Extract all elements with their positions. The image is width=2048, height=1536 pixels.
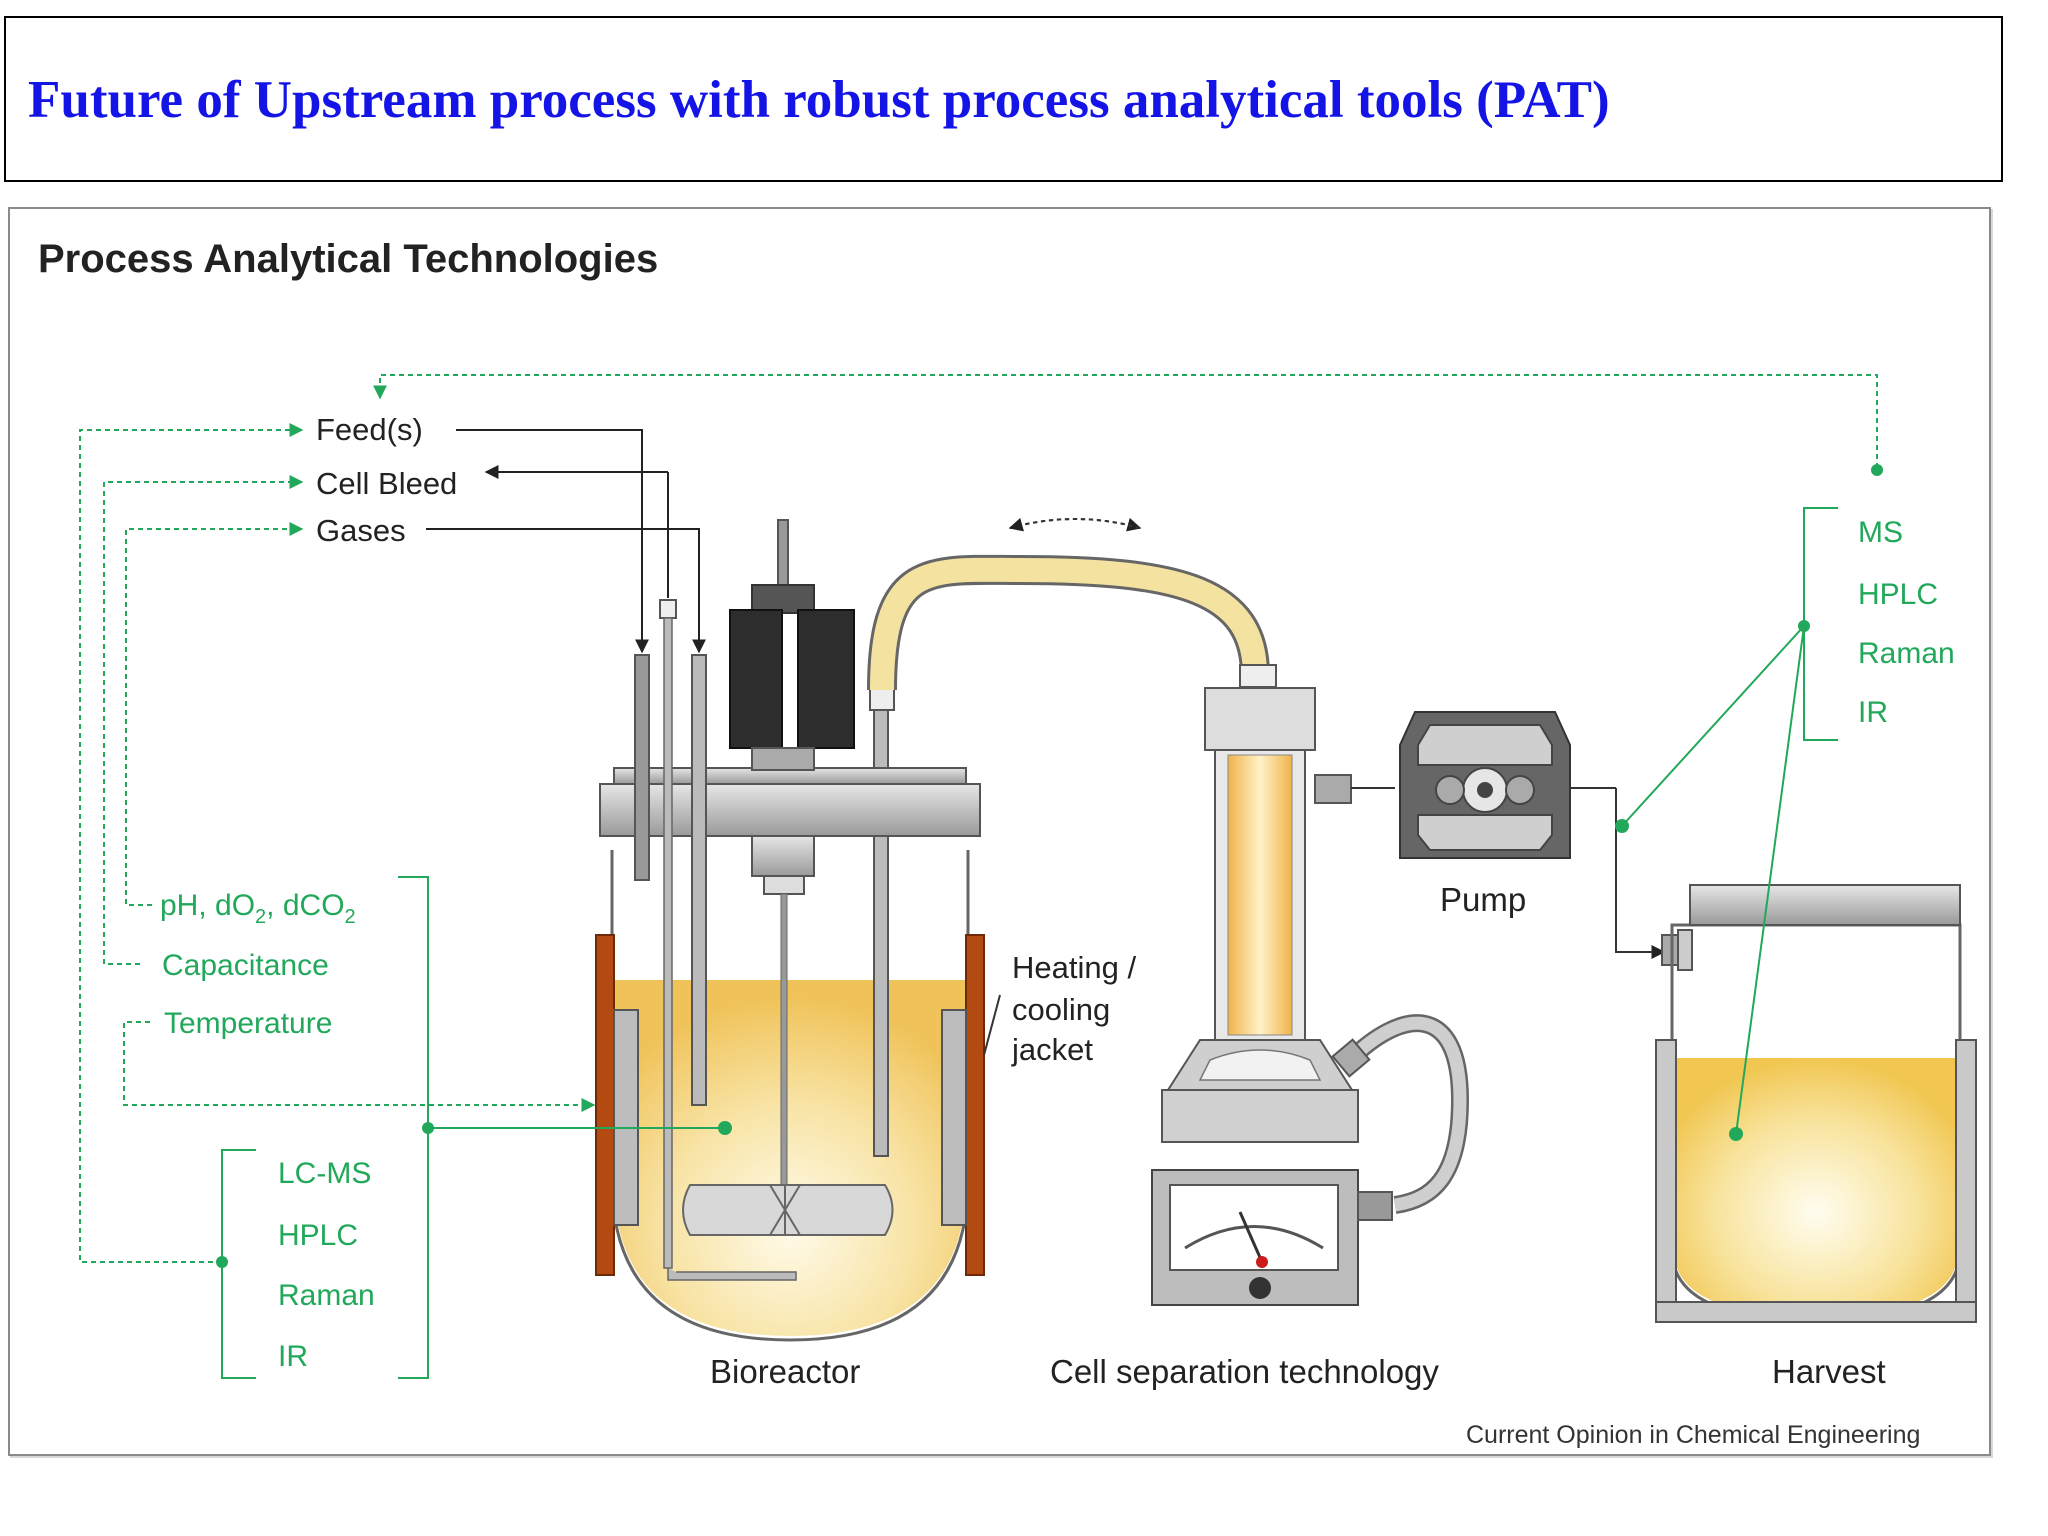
bioreactor-analytic-item: LC-MS [278, 1157, 371, 1190]
temperature-label: Temperature [164, 1007, 332, 1040]
bioreactor [595, 517, 1270, 1342]
jacket-leader-line [983, 994, 1001, 1056]
separation-label: Cell separation technology [1050, 1353, 1439, 1390]
jacket-label-line: cooling [1012, 992, 1110, 1027]
pat-nodes [216, 464, 1883, 1268]
bioreactor-analytic-item: HPLC [278, 1219, 358, 1252]
harvest-analytic-item: IR [1858, 696, 1888, 729]
ph-do2-dco2-label: pH, dO2, dCO2 [160, 889, 356, 928]
jacket-left [595, 934, 615, 1276]
jacket-label-line: jacket [1011, 1032, 1093, 1067]
cell-separation-unit [1151, 664, 1470, 1306]
harvest-analytic-item: Raman [1858, 637, 1955, 670]
bioreactor-label: Bioreactor [710, 1353, 860, 1390]
bioreactor-analytic-item: IR [278, 1340, 308, 1373]
gases-label: Gases [316, 513, 406, 548]
jacket-right [965, 934, 985, 1276]
feeds-label: Feed(s) [316, 412, 423, 447]
harvest-analytic-item: MS [1858, 516, 1903, 549]
harvest-vessel [1655, 884, 1977, 1323]
cell-bleed-label: Cell Bleed [316, 466, 457, 501]
harvest-label: Harvest [1772, 1353, 1886, 1390]
figure-credit: Current Opinion in Chemical Engineering [1466, 1421, 1920, 1449]
figure-title: Process Analytical Technologies [38, 237, 658, 281]
bioreactor-analytic-item: Raman [278, 1279, 375, 1312]
pump [1351, 711, 1666, 959]
pat-feedback-lines [79, 374, 1878, 1379]
pump-label: Pump [1440, 881, 1526, 918]
capacitance-label: Capacitance [162, 949, 329, 982]
jacket-label-line: Heating / [1012, 950, 1136, 985]
harvest-analytic-item: HPLC [1858, 578, 1938, 611]
header-box [4, 16, 2003, 182]
input-lines [426, 429, 706, 654]
page-title: Future of Upstream process with robust p… [28, 71, 1610, 129]
